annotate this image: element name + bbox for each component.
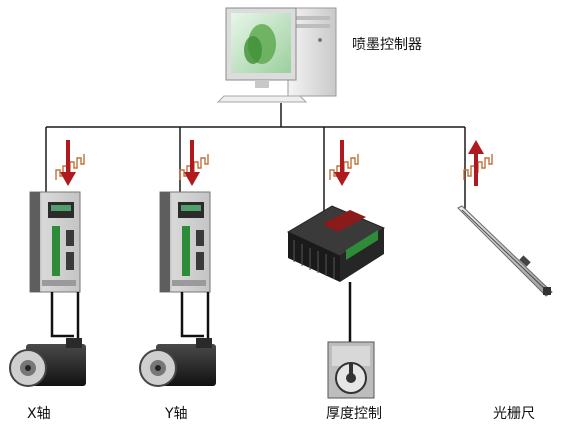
cable-x xyxy=(50,292,80,340)
stepper-driver-icon xyxy=(286,205,386,282)
servo-motor-icon xyxy=(9,338,86,387)
x-axis-label: X轴 xyxy=(27,406,51,422)
controller-label: 喷墨控制器 xyxy=(352,37,422,53)
servo-drive-icon xyxy=(159,191,211,293)
stepper-motor-icon xyxy=(327,341,375,399)
cable-y xyxy=(180,292,210,340)
arrow-icon xyxy=(334,140,350,186)
signal-x-axis xyxy=(55,140,85,186)
arrow-icon xyxy=(468,140,484,186)
signal-thickness xyxy=(329,140,359,186)
wiring xyxy=(45,103,466,212)
servo-drive-icon xyxy=(29,191,81,293)
servo-motor-icon xyxy=(139,338,216,387)
thickness-control-label: 厚度控制 xyxy=(326,406,382,422)
signal-grating xyxy=(463,140,493,186)
arrow-icon xyxy=(60,140,76,186)
y-axis-label: Y轴 xyxy=(165,406,188,422)
computer-icon xyxy=(216,7,337,103)
grating-ruler-label: 光栅尺 xyxy=(493,406,535,422)
signal-y-axis xyxy=(179,140,209,186)
arrow-icon xyxy=(184,140,200,186)
linear-scale-icon xyxy=(457,205,553,297)
